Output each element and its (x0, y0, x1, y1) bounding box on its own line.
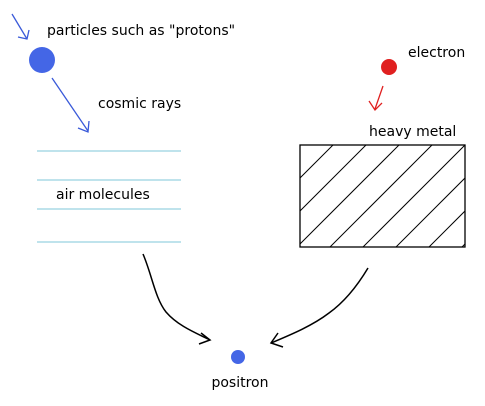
hatch-line (329, 145, 433, 247)
right-curved-arrow (269, 267, 369, 348)
right-curved-arrow-head (269, 332, 284, 348)
positron-label: positron (211, 375, 268, 391)
electron-arrow-shaft (374, 85, 384, 110)
air-molecule-lines (37, 150, 181, 243)
heavy-metal-label: heavy metal (369, 124, 456, 140)
heavy-metal-block (299, 144, 466, 248)
incoming-arrow-head (17, 29, 30, 40)
left-curved-arrow-head (198, 332, 212, 345)
electron-arrow-head (368, 100, 383, 112)
proton-particle (29, 47, 55, 73)
cosmic-rays-label: cosmic rays (98, 96, 181, 112)
air-molecules-label: air molecules (56, 187, 150, 203)
hatch-line (461, 243, 465, 247)
hatch-line (395, 177, 465, 247)
incoming-arrow-shaft (11, 13, 28, 40)
hatch-line (300, 145, 400, 245)
positron-particle (231, 350, 245, 364)
electron-label: electron (408, 45, 465, 61)
electron-arrow (368, 85, 384, 112)
cosmic-ray-arrow (51, 77, 90, 133)
incoming-arrow (11, 13, 30, 40)
particles-label: particles such as "protons" (47, 23, 235, 39)
metal-outline (299, 144, 466, 248)
cosmic-ray-arrow-head (77, 120, 90, 133)
hatch-line (428, 210, 465, 247)
hatch-line (300, 145, 334, 179)
metal-hatching (300, 145, 465, 247)
hatch-line (362, 145, 465, 247)
left-curved-arrow (142, 253, 212, 345)
left-curved-arrow-shaft (142, 253, 211, 341)
electron-particle (381, 59, 397, 75)
cosmic-ray-arrow-shaft (51, 77, 89, 132)
hatch-line (300, 145, 367, 212)
right-curved-arrow-shaft (270, 267, 369, 344)
